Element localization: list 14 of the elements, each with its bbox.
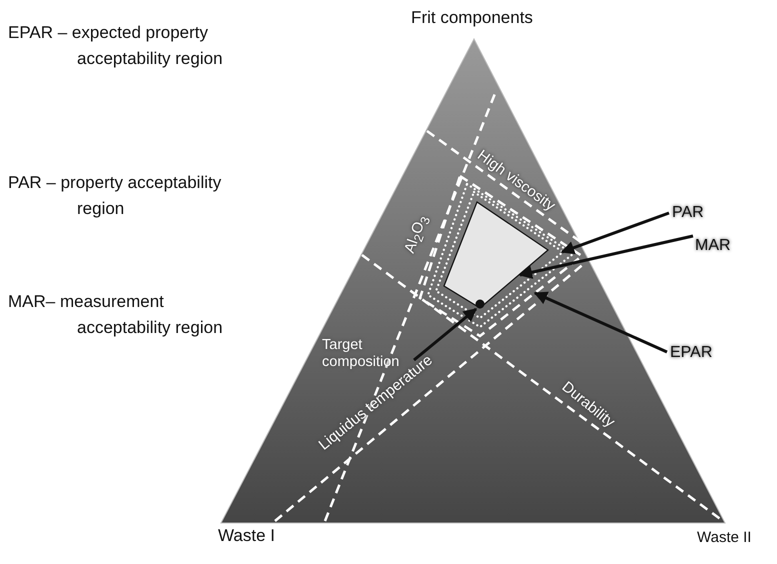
legend-text: PAR – property acceptability region xyxy=(8,172,222,220)
legend-text: MAR– measurement acceptability region xyxy=(8,291,224,339)
region-abbreviation: EPAR xyxy=(670,343,712,362)
leader-arrow xyxy=(518,234,694,279)
vertex-label: Waste I xyxy=(218,526,275,546)
region-abbreviation: PAR xyxy=(672,203,704,222)
vertex-label: Frit components xyxy=(411,8,533,28)
leader-arrow xyxy=(413,308,478,362)
leader-arrow xyxy=(534,292,668,354)
region-abbreviation: MAR xyxy=(695,236,731,256)
vertex-label: Waste II xyxy=(697,528,752,548)
legend-text: EPAR – expected property acceptability region xyxy=(8,22,224,70)
composition-dot xyxy=(476,300,484,308)
leader-arrow xyxy=(560,212,670,254)
